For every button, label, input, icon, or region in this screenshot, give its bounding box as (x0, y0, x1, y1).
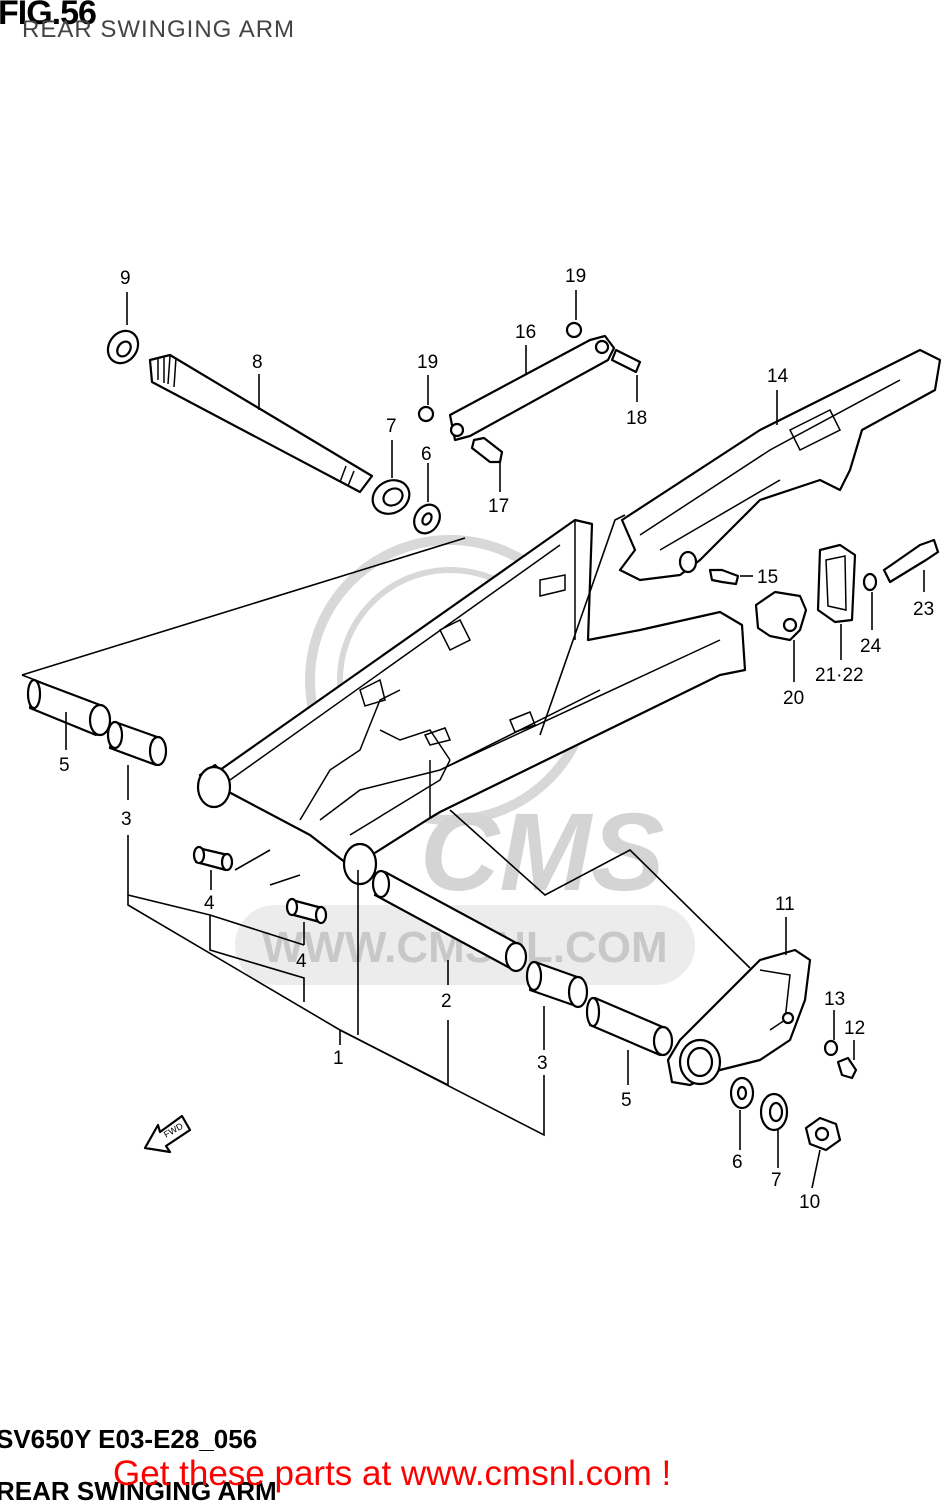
callout-18: 18 (626, 408, 647, 429)
callout-7-lower: 7 (771, 1170, 782, 1191)
watermark-brand: CMS (420, 791, 664, 914)
callout-19-upper: 19 (565, 266, 586, 287)
callout-2: 2 (441, 991, 452, 1012)
callout-5-right: 5 (621, 1090, 632, 1111)
part-6-washer (413, 503, 441, 535)
part-14-chain-case (618, 348, 942, 582)
forward-direction-arrow: FWD (143, 1114, 192, 1154)
part-19-nut-lower (417, 405, 435, 423)
part-15-bolt (708, 568, 740, 586)
callout-9: 9 (120, 268, 131, 289)
part-23-bolt (882, 538, 940, 584)
callout-20: 20 (783, 688, 804, 709)
part-3-bearing-left (106, 720, 168, 767)
part-20-plate (754, 590, 808, 642)
callout-11: 11 (775, 894, 795, 915)
callout-24: 24 (860, 636, 882, 657)
leader-lines (21, 290, 925, 1189)
callout-23: 23 (913, 599, 934, 620)
callout-4-lower: 4 (296, 951, 307, 972)
part-24-washer (862, 572, 878, 592)
callout-1: 1 (333, 1048, 344, 1069)
figure-number: FIG.56 (0, 0, 97, 32)
callout-12: 12 (844, 1018, 865, 1039)
part-6-washer-right (729, 1076, 755, 1110)
part-1-swing-arm (196, 518, 747, 886)
part-16-torque-link (448, 334, 616, 442)
callout-7-upper: 7 (386, 416, 397, 437)
part-18-bolt (610, 348, 642, 374)
callout-16: 16 (515, 322, 536, 343)
callout-14: 14 (767, 366, 789, 387)
callout-8: 8 (252, 352, 263, 373)
callout-19-lower: 19 (417, 352, 438, 373)
callout-labels: 9 8 19 16 19 18 7 6 17 14 15 23 24 21·22… (59, 266, 934, 1213)
callout-6-lower: 6 (732, 1152, 743, 1173)
callout-10: 10 (799, 1192, 820, 1213)
diagram-model-code: SV650Y E03-E28_056 (0, 1424, 258, 1454)
part-21-22-cover (816, 543, 857, 624)
callout-3-left: 3 (121, 809, 132, 830)
part-3-bearing-right (525, 960, 589, 1009)
part-19-nut-upper (565, 321, 583, 339)
part-5-bushing-left (26, 678, 112, 737)
part-11-chain-adjuster-plate (666, 948, 812, 1087)
part-13-nut (823, 1039, 839, 1057)
callout-6-upper: 6 (421, 444, 432, 465)
part-8-pivot-shaft (148, 353, 374, 494)
part-12-bolt (836, 1056, 858, 1080)
callout-3-right: 3 (537, 1053, 548, 1074)
part-2-spacer-long (371, 869, 528, 973)
part-5-bushing-right (585, 996, 674, 1057)
part-10-nut (804, 1116, 842, 1152)
promo-link-text[interactable]: Get these parts at www.cmsnl.com ! (113, 1454, 672, 1493)
callout-17: 17 (488, 496, 509, 517)
part-7-spacer-right (759, 1092, 789, 1132)
callout-13: 13 (824, 989, 845, 1010)
callout-21-22: 21·22 (815, 665, 864, 686)
callout-15: 15 (757, 567, 778, 588)
callout-5-left: 5 (59, 755, 70, 776)
part-9-washer (106, 329, 140, 365)
callout-4-upper: 4 (204, 893, 215, 914)
figure-subtitle: REAR SWINGING ARM (22, 16, 296, 43)
part-17-bolt (470, 436, 504, 464)
part-4-bush-upper (192, 845, 234, 872)
part-7-spacer (371, 479, 411, 515)
part-4-bush-lower (285, 897, 328, 925)
